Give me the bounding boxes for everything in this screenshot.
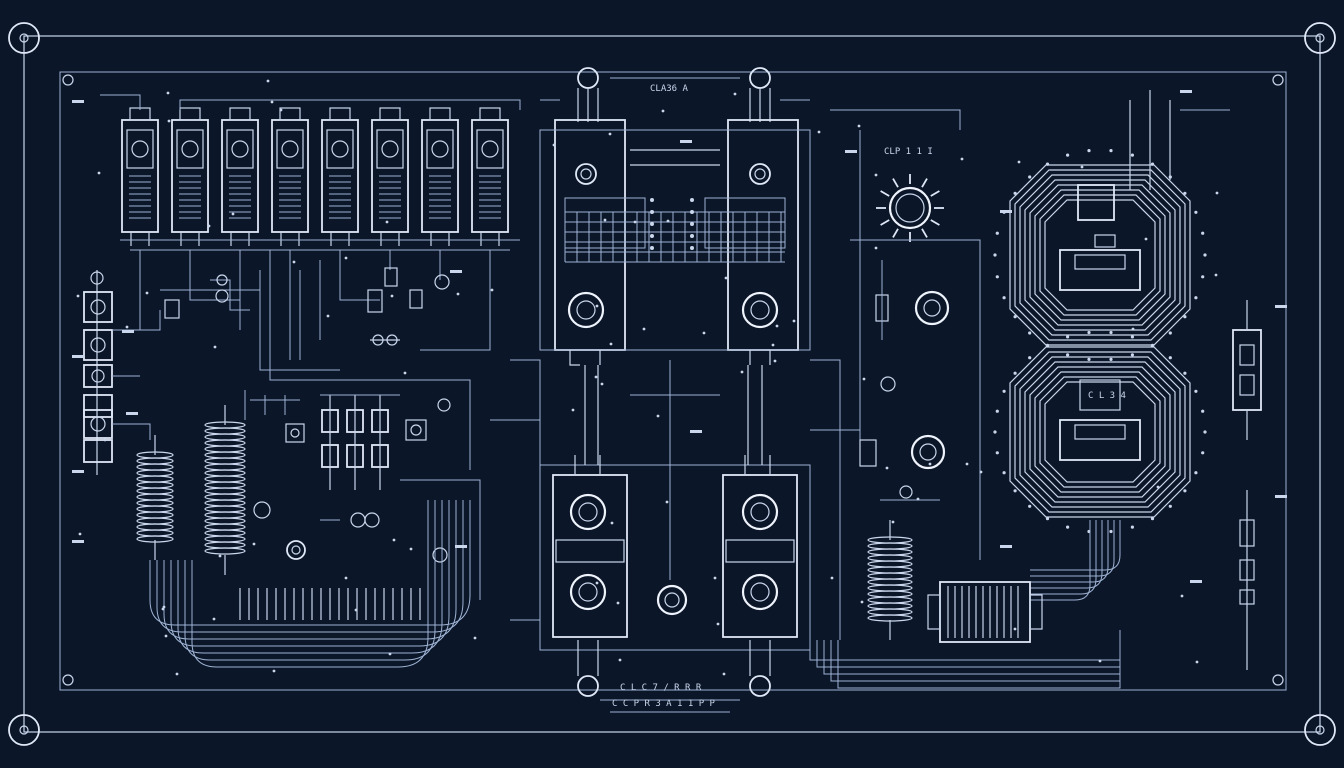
label-amp-core: C L 3 4 <box>1088 391 1126 401</box>
rotary-selector <box>876 174 944 242</box>
tube-bus <box>100 94 521 360</box>
vacuum-tube <box>121 107 159 246</box>
vacuum-tube <box>471 107 509 246</box>
bus-bundle-right <box>809 520 1121 689</box>
corner-mount-hole-br <box>1304 714 1336 746</box>
pin-header-left <box>239 588 421 620</box>
inductor-coil-left <box>136 435 174 560</box>
vacuum-tube <box>221 107 259 246</box>
vacuum-tube-row <box>121 107 509 246</box>
vacuum-tube <box>171 107 209 246</box>
top-center-connectors <box>540 67 810 122</box>
right-edge-components <box>1232 300 1262 670</box>
label-bottom-center-1: C L C 7 / R R R <box>620 683 702 693</box>
vacuum-tube <box>321 107 359 246</box>
corner-mount-hole-tl <box>8 22 40 54</box>
transformer-octagon <box>993 149 1207 534</box>
vacuum-tube <box>271 107 309 246</box>
left-signal-network <box>160 250 481 600</box>
inductor-coil-right <box>867 520 913 640</box>
component-tags <box>72 90 1287 583</box>
amp-module-upper-grid <box>564 149 785 263</box>
capacitor-fins <box>947 586 1019 638</box>
relay-array <box>320 394 400 490</box>
outer-frame <box>8 22 1336 746</box>
label-top-right: CLP 1 1 I <box>884 147 933 157</box>
center-interconnect <box>490 359 860 640</box>
amp-module-lower <box>539 455 811 713</box>
right-signal-network <box>830 109 981 560</box>
inductor-coil-center <box>204 405 246 575</box>
corner-mount-hole-bl <box>8 714 40 746</box>
label-top-center: CLA36 A <box>650 84 689 94</box>
left-fuse-stack <box>83 270 161 475</box>
bus-bundle-left <box>149 500 471 668</box>
vacuum-tube <box>421 107 459 246</box>
capacitor-block-right <box>927 581 1043 643</box>
corner-mount-hole-tr <box>1304 22 1336 54</box>
pcb-via-dots <box>76 79 1219 676</box>
vacuum-tube <box>371 107 409 246</box>
label-bottom-center-2: C C P R 3 A 1 1 P P <box>612 699 716 709</box>
transformer-core <box>1059 90 1230 461</box>
